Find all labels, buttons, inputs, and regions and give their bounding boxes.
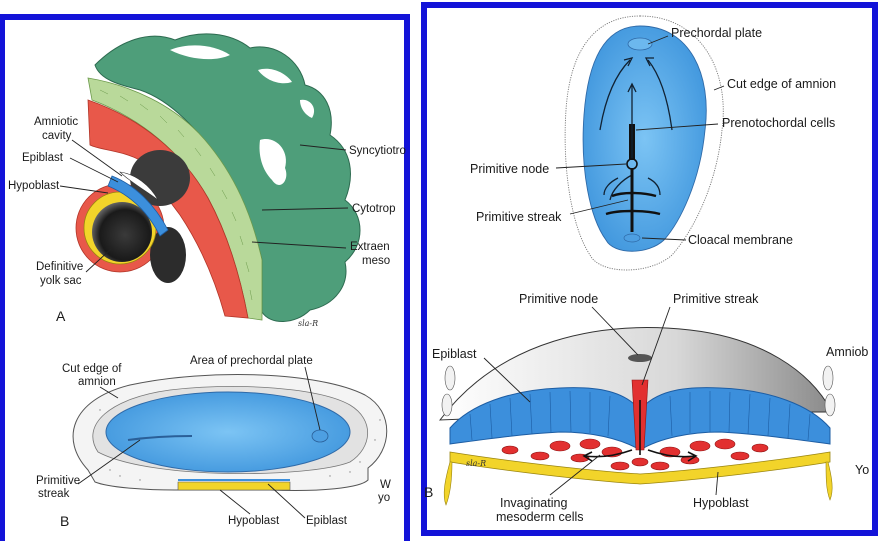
cyto-leader (261, 207, 349, 211)
hypoblast-label-d: Hypoblast (693, 496, 749, 510)
definitive-yolk-sac-label-1: Definitive (36, 261, 83, 273)
cut-edge-label-1: Cut edge of (62, 363, 122, 375)
hypoblast-leader-d (715, 471, 719, 496)
panel-c-labels: Prechordal plate Cut edge of amnion Pren… (470, 26, 836, 247)
amniotic-cavity-label-2: cavity (42, 130, 72, 142)
area-prechordal-label: Area of prechordal plate (190, 355, 313, 367)
syncytio-leader (299, 144, 347, 151)
prenotochordal-label: Prenotochordal cells (722, 116, 835, 130)
hypoblast-label-a: Hypoblast (8, 180, 60, 192)
cloacal-membrane-label: Cloacal membrane (688, 233, 793, 247)
epiblast-label-d: Epiblast (432, 347, 477, 361)
panel-d-labels: Primitive node Primitive streak Epiblast… (424, 292, 869, 524)
primitive-streak-label-b1: Primitive (36, 475, 80, 487)
panel-d-diagram (438, 327, 836, 506)
cut-edge-amnion-leader (713, 85, 725, 91)
prechordal-plate-label: Prechordal plate (671, 26, 762, 40)
primitive-node-leader-c (555, 163, 627, 169)
primitive-streak-leader-d (641, 306, 671, 386)
cut-edge-leader-b (99, 386, 119, 399)
wall-label-1: W (380, 479, 391, 491)
epiblast-leader-a (69, 157, 119, 183)
epiblast-leader-d (483, 357, 531, 403)
panel-a-diagram (75, 33, 361, 322)
primitive-node-label-c: Primitive node (470, 162, 549, 176)
prechordal-leader-b (304, 366, 321, 431)
hypoblast-label-b: Hypoblast (228, 515, 280, 527)
definitive-yolk-sac-label-2: yolk sac (40, 275, 82, 287)
primitive-streak-label-c: Primitive streak (476, 210, 562, 224)
epiblast-label-a: Epiblast (22, 152, 64, 164)
signature-d: sla-R (466, 459, 486, 468)
primitive-streak-leader-c (569, 199, 629, 215)
primitive-node-leader-d (591, 306, 639, 356)
panel-d-letter: B (424, 484, 433, 500)
invaginating-label-1: Invaginating (500, 496, 567, 510)
panel-c-diagram (564, 15, 724, 271)
panel-b-letter: B (60, 513, 69, 529)
panel-a-letter: A (56, 308, 66, 324)
epiblast-label-b: Epiblast (306, 515, 348, 527)
right-panel-frame (421, 2, 878, 536)
amniotic-cavity-leader (71, 139, 123, 177)
amnion-label-d: Amniob (826, 345, 868, 359)
wall-label-2: yo (378, 492, 390, 504)
invaginating-label-2: mesoderm cells (496, 510, 584, 524)
prechordal-plate-leader (647, 35, 669, 45)
yolk-label-d: Yo (855, 463, 869, 477)
amniotic-cavity-label-1: Amniotic (34, 116, 78, 128)
prenotochordal-leader (635, 123, 719, 131)
primitive-streak-label-b2: streak (38, 488, 70, 500)
left-panel-frame (0, 14, 410, 541)
primitive-streak-label-d: Primitive streak (673, 292, 759, 306)
extraembryonic-label-1: Extraen (350, 241, 390, 253)
signature-a: sla-R (298, 319, 318, 328)
yolk-sac-leader (85, 247, 113, 273)
cut-edge-label-2: amnion (78, 376, 116, 388)
invaginating-leader (549, 454, 601, 496)
primitive-node-label-d: Primitive node (519, 292, 598, 306)
panel-b-diagram (72, 374, 388, 492)
cloacal-membrane-leader (641, 237, 687, 241)
syncytiotrophoblast-label: Syncytiotro (349, 145, 406, 157)
hypoblast-leader-b (219, 489, 251, 515)
epiblast-leader-b (267, 483, 306, 519)
cut-edge-amnion-label: Cut edge of amnion (727, 77, 836, 91)
extraembryonic-leader (251, 241, 347, 249)
panel-b-labels: Cut edge of amnion Area of prechordal pl… (36, 355, 391, 529)
primitive-streak-leader-b (77, 439, 141, 485)
cytotrophoblast-label: Cytotrop (352, 203, 395, 215)
hypoblast-leader-a (59, 185, 109, 194)
panel-a-labels: Amniotic cavity Epiblast Hypoblast Defin… (8, 116, 406, 328)
extraembryonic-label-2: meso (362, 255, 390, 267)
